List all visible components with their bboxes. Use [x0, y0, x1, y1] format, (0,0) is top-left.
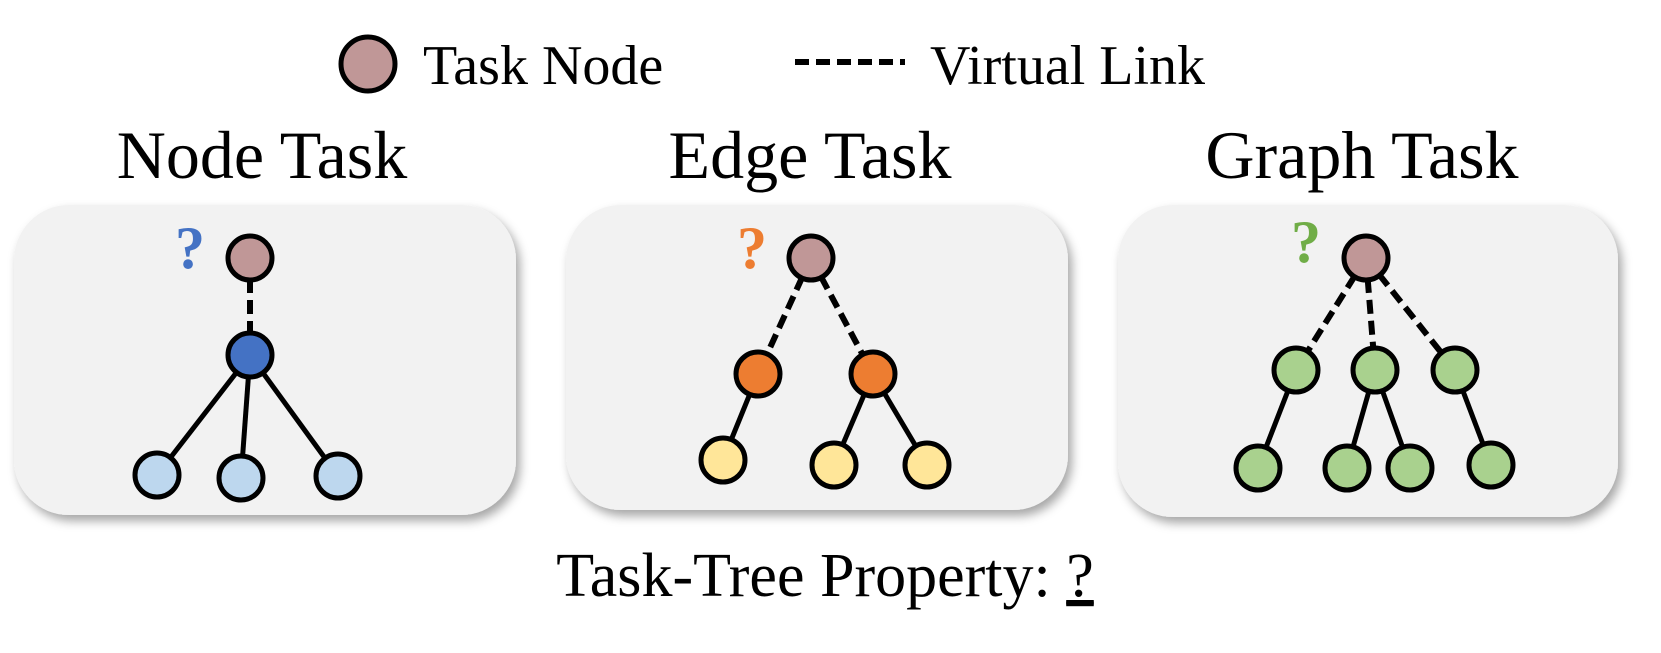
- task-node: [225, 233, 275, 283]
- tree-node: [733, 349, 783, 399]
- legend-task-node-icon: [338, 34, 398, 94]
- leaf-node: [313, 451, 363, 501]
- tree-node: [848, 349, 898, 399]
- tree-node: [1350, 345, 1400, 395]
- leaf-node: [1466, 440, 1516, 490]
- node-task-question-mark: ?: [175, 215, 205, 281]
- tree-node: [225, 330, 275, 380]
- node-task-tree: ?: [132, 215, 363, 503]
- edge-task-tree: ?: [698, 215, 952, 490]
- panel-title-edge: Edge Task: [669, 117, 952, 193]
- tree-edge: [155, 353, 252, 477]
- leaf-node: [216, 453, 266, 503]
- footer-caption: Task-Tree Property: ?: [556, 542, 1094, 610]
- tree-node: [1430, 345, 1480, 395]
- panel-title-graph: Graph Task: [1205, 117, 1518, 193]
- footer-label: Task-Tree Property:: [556, 542, 1066, 610]
- footer-question-mark: ?: [1066, 542, 1094, 610]
- leaf-node: [132, 450, 182, 500]
- tree-edge: [247, 353, 341, 478]
- graph-task-tree: ?: [1233, 209, 1516, 493]
- leaf-node: [809, 440, 859, 490]
- panel-edge: [566, 205, 1068, 510]
- leaf-node: [1385, 443, 1435, 493]
- graph-task-question-mark: ?: [1291, 209, 1321, 275]
- leaf-node: [1233, 443, 1283, 493]
- leaf-node: [902, 440, 952, 490]
- panel-title-node: Node Task: [117, 117, 408, 193]
- leaf-node: [1322, 443, 1372, 493]
- task-node: [1341, 233, 1391, 283]
- legend-task-node-label: Task Node: [423, 35, 663, 97]
- tree-node: [1271, 345, 1321, 395]
- leaf-node: [698, 435, 748, 485]
- legend: Task Node Virtual Link: [338, 34, 1205, 97]
- task-node: [786, 233, 836, 283]
- legend-virtual-link-label: Virtual Link: [930, 35, 1205, 97]
- edge-task-question-mark: ?: [737, 215, 767, 281]
